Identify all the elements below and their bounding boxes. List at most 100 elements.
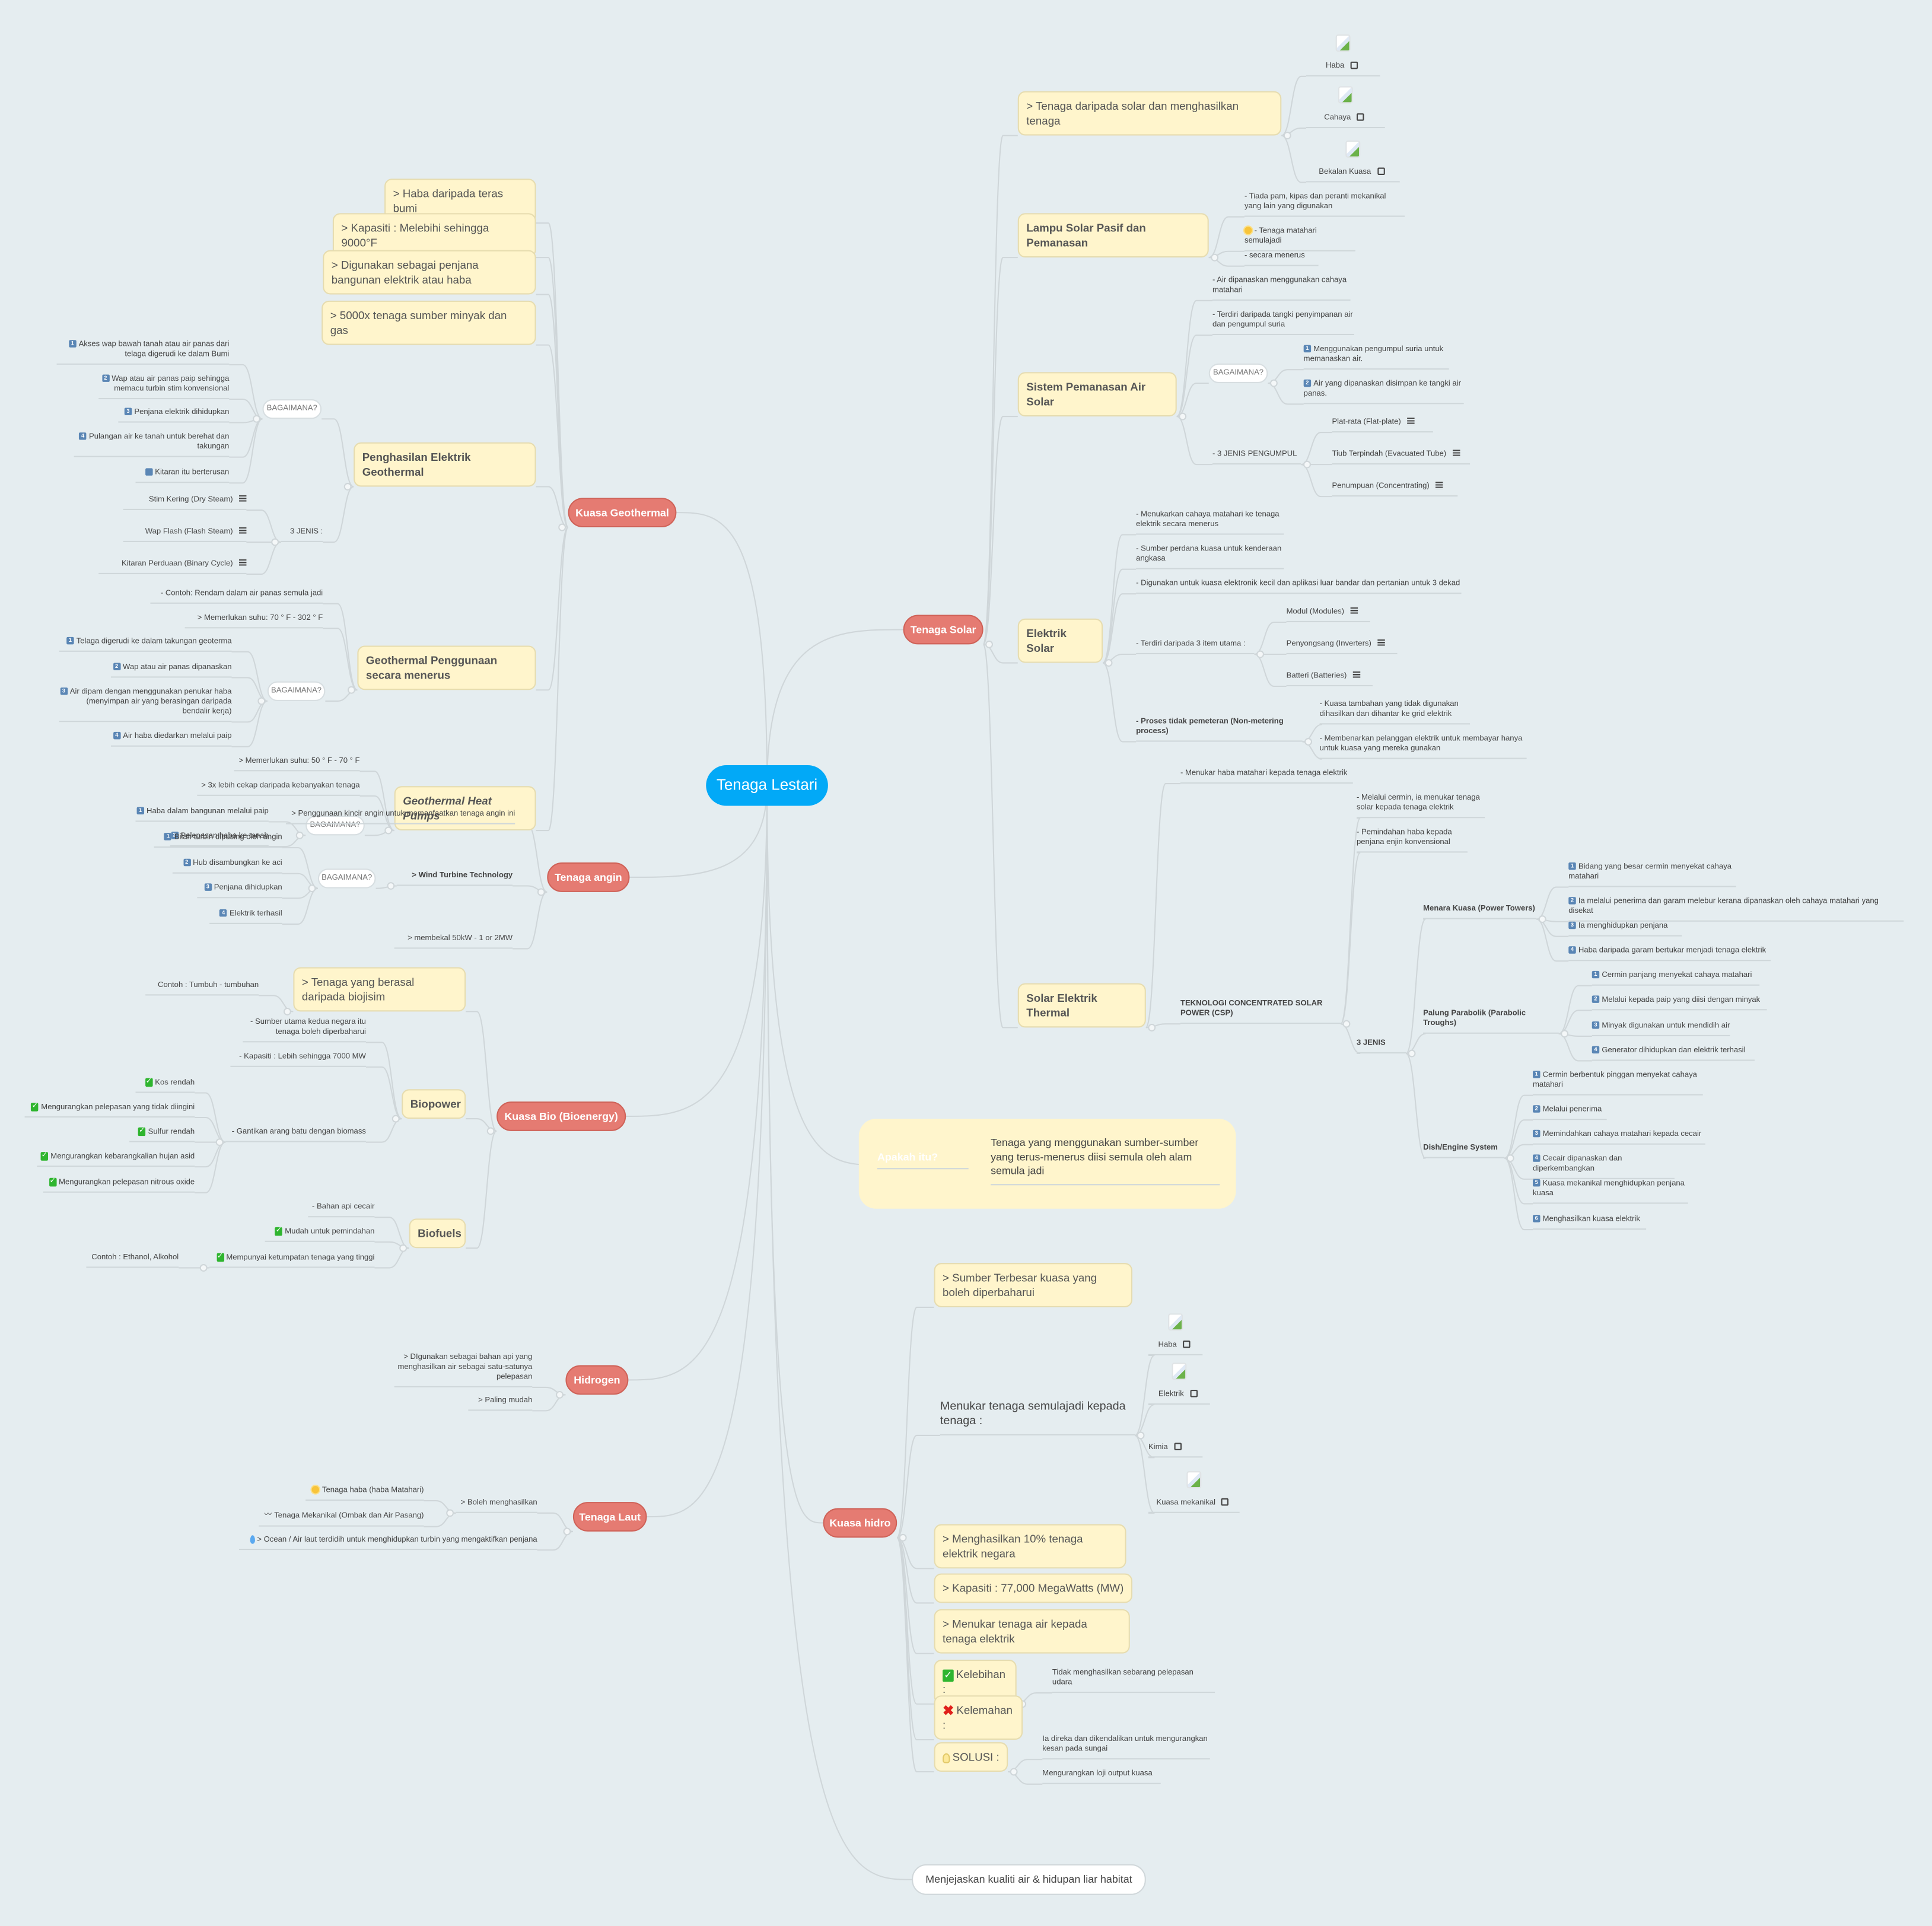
geo-direct-notes-1-node[interactable]: > Memerlukan suhu: 70 ° F - 302 ° F bbox=[184, 613, 323, 629]
solar-water-steps-1-node[interactable]: Air yang dipanaskan disimpan ke tangki a… bbox=[1303, 380, 1464, 405]
bio-biopower-benefits-4-node[interactable]: Mengurangkan pelepasan nitrous oxide bbox=[43, 1177, 195, 1193]
solar-pv-items_label-node[interactable]: - Terdiri daripada 3 item utama : bbox=[1136, 639, 1255, 654]
solar-thermal-csp-types_label-node[interactable]: 3 JENIS bbox=[1356, 1039, 1406, 1054]
solar-pv-net_label-node[interactable]: - Proses tidak pemeteran (Non-metering p… bbox=[1136, 717, 1303, 742]
solar-thermal-csp-dish-steps-3-node[interactable]: Cecair dipanaskan dan diperkembangkan bbox=[1533, 1154, 1675, 1179]
collapse-toggle[interactable] bbox=[1010, 1768, 1018, 1776]
bio-def-label-node[interactable]: > Tenaga yang berasal daripada biojisim bbox=[293, 967, 466, 1012]
geo-pumps-how-node[interactable]: BAGAIMANA? bbox=[305, 816, 365, 836]
geo-direct-notes-0-node[interactable]: - Contoh: Rendam dalam air panas semula … bbox=[150, 589, 323, 604]
collapse-toggle[interactable] bbox=[1148, 1023, 1156, 1032]
collapse-toggle[interactable] bbox=[1304, 738, 1313, 746]
hydro-label-node[interactable]: Kuasa hidro bbox=[823, 1508, 897, 1538]
geo-direct-steps-3-node[interactable]: Air haba diedarkan melalui paip bbox=[110, 732, 232, 747]
solar-pv-items-2-node[interactable]: Batteri (Batteries) bbox=[1286, 671, 1373, 687]
solar-thermal-csp-trough-steps-3-node[interactable]: Generator dihidupkan dan elektrik terhas… bbox=[1592, 1046, 1755, 1061]
wind-tech-steps-2-node[interactable]: Penjana dihidupkan bbox=[197, 883, 282, 899]
collapse-toggle[interactable] bbox=[215, 1138, 224, 1147]
collapse-toggle[interactable] bbox=[556, 1390, 564, 1399]
collapse-toggle[interactable] bbox=[1303, 460, 1311, 469]
solar-thermal-csp-dish-steps-1-node[interactable]: Melalui penerima bbox=[1533, 1105, 1607, 1120]
what-text-node[interactable]: Tenaga yang menggunakan sumber-sumber ya… bbox=[991, 1136, 1220, 1185]
geo-pumps-label-node[interactable]: Geothermal Heat Pumps bbox=[394, 786, 536, 831]
solar-thermal-csp-label-node[interactable]: TEKNOLOGI CONCENTRATED SOLAR POWER (CSP) bbox=[1180, 999, 1341, 1024]
bio-biopower-benefits-0-node[interactable]: Kos rendah bbox=[135, 1078, 195, 1093]
solar-pv-items-1-node[interactable]: Penyongsang (Inverters) bbox=[1286, 639, 1398, 654]
geo-pumps-notes-1-node[interactable]: > 3x lebih cekap daripada kebanyakan ten… bbox=[197, 781, 360, 796]
wind-use-node[interactable]: > Penggunaan kincir angin untuk memanfaa… bbox=[285, 810, 515, 824]
geo-direct-label-node[interactable]: Geothermal Penggunaan secara menerus bbox=[357, 645, 536, 690]
solar-thermal-csp-trough-steps-2-node[interactable]: Minyak digunakan untuk mendidih air bbox=[1592, 1021, 1730, 1036]
collapse-toggle[interactable] bbox=[399, 1244, 408, 1252]
solar-passive-notes-1-node[interactable]: - Tenaga matahari semulajadi bbox=[1244, 227, 1355, 252]
bio-biopower-benefits-2-node[interactable]: Sulfur rendah bbox=[129, 1127, 195, 1142]
solar-passive-label-node[interactable]: Lampu Solar Pasif dan Pemanasan bbox=[1017, 213, 1209, 258]
geo-elec-types-1-node[interactable]: Wap Flash (Flash Steam) bbox=[123, 527, 247, 542]
solar-thermal-csp-dish-label-node[interactable]: Dish/Engine System bbox=[1423, 1144, 1505, 1158]
collapse-toggle[interactable] bbox=[1561, 1030, 1569, 1038]
solar-power-items-0-node[interactable]: Haba bbox=[1306, 34, 1380, 77]
collapse-toggle[interactable] bbox=[1256, 650, 1264, 658]
geo-direct-steps-0-node[interactable]: Telaga digerudi ke dalam takungan geoter… bbox=[59, 637, 232, 652]
solar-pv-notes-2-node[interactable]: - Digunakan untuk kuasa elektronik kecil… bbox=[1136, 579, 1462, 594]
hydro-largest-node[interactable]: > Sumber Terbesar kuasa yang boleh diper… bbox=[934, 1263, 1132, 1307]
solar-thermal-csp-tower-steps-0-node[interactable]: Bidang yang besar cermin menyekat cahaya… bbox=[1568, 862, 1736, 887]
bio-biofuels-notes-0-node[interactable]: - Bahan api cecair bbox=[308, 1202, 375, 1218]
bio-biopower-notes-1-node[interactable]: - Kapasiti : Lebih sehingga 7000 MW bbox=[230, 1052, 366, 1067]
bio-def-example-node[interactable]: Contoh : Tumbuh - tumbuhan bbox=[145, 980, 259, 996]
collapse-toggle[interactable] bbox=[283, 1007, 291, 1015]
geo-direct-steps-2-node[interactable]: Air dipam dengan menggunakan penukar hab… bbox=[59, 687, 232, 722]
solar-water-types_label-node[interactable]: - 3 JENIS PENGUMPUL bbox=[1212, 450, 1301, 465]
geo-elec-steps-2-node[interactable]: Penjana elektrik dihidupkan bbox=[118, 408, 230, 423]
collapse-toggle[interactable] bbox=[1506, 1154, 1514, 1163]
collapse-toggle[interactable] bbox=[446, 1509, 454, 1517]
bio-biopower-notes-0-node[interactable]: - Sumber utama kedua negara itu tenaga b… bbox=[243, 1018, 366, 1043]
wind-label-node[interactable]: Tenaga angin bbox=[547, 862, 630, 892]
center-node[interactable]: Tenaga Lestari bbox=[706, 765, 828, 806]
solar-water-types-2-node[interactable]: Penumpuan (Concentrating) bbox=[1332, 482, 1458, 497]
collapse-toggle[interactable] bbox=[563, 1527, 571, 1536]
collapse-toggle[interactable] bbox=[1342, 1020, 1351, 1028]
hydro-converts-node[interactable]: > Menukar tenaga air kepada tenaga elekt… bbox=[934, 1609, 1130, 1654]
collapse-toggle[interactable] bbox=[899, 1533, 907, 1542]
hydro-solution-items-1-node[interactable]: Mengurangkan loji output kuasa bbox=[1042, 1769, 1161, 1784]
collapse-toggle[interactable] bbox=[537, 888, 545, 896]
solar-thermal-csp-notes-0-node[interactable]: - Melalui cermin, ia menukar tenaga sola… bbox=[1356, 794, 1485, 819]
solar-power-items-1-node[interactable]: Cahaya bbox=[1306, 86, 1385, 129]
collapse-toggle[interactable] bbox=[1179, 412, 1187, 421]
collapse-toggle[interactable] bbox=[308, 884, 316, 893]
bio-label-node[interactable]: Kuasa Bio (Bioenergy) bbox=[496, 1102, 626, 1131]
solar-power-label-node[interactable]: > Tenaga daripada solar dan menghasilkan… bbox=[1017, 91, 1282, 136]
solar-passive-notes-0-node[interactable]: - Tiada pam, kipas dan peranti mekanikal… bbox=[1244, 192, 1405, 217]
solar-power-items-2-node[interactable]: Bekalan Kuasa bbox=[1306, 140, 1400, 183]
collapse-toggle[interactable] bbox=[985, 640, 994, 648]
bio-biopower-benefits-3-node[interactable]: Mengurangkan kebarangkalian hujan asid bbox=[37, 1152, 195, 1167]
bio-biopower-benefits-1-node[interactable]: Mengurangkan pelepasan yang tidak diingi… bbox=[24, 1103, 195, 1118]
solar-thermal-csp-tower-steps-3-node[interactable]: Haba daripada garam bertukar menjadi ten… bbox=[1568, 946, 1771, 962]
bio-biofuels-notes-2-node[interactable]: Mempunyai ketumpatan tenaga yang tinggi bbox=[209, 1253, 375, 1268]
geo-pumps-steps-0-node[interactable]: Haba dalam bangunan melalui paip bbox=[135, 807, 269, 822]
solar-water-types-1-node[interactable]: Tiub Terpindah (Evacuated Tube) bbox=[1332, 450, 1471, 465]
collapse-toggle[interactable] bbox=[558, 523, 566, 531]
ocean-label-node[interactable]: Tenaga Laut bbox=[572, 1502, 647, 1532]
collapse-toggle[interactable] bbox=[1269, 379, 1278, 387]
solar-water-notes-0-node[interactable]: - Air dipanaskan menggunakan cahaya mata… bbox=[1212, 276, 1351, 301]
collapse-toggle[interactable] bbox=[257, 697, 266, 705]
solar-thermal-label-node[interactable]: Solar Elektrik Thermal bbox=[1017, 983, 1146, 1028]
hydrogen-notes-0-node[interactable]: > DIgunakan sebagai bahan api yang mengh… bbox=[394, 1353, 533, 1387]
solar-water-notes-1-node[interactable]: - Terdiri daripada tangki penyimpanan ai… bbox=[1212, 310, 1354, 335]
geo-facts-3-node[interactable]: > 5000x tenaga sumber minyak dan gas bbox=[322, 300, 536, 345]
solar-thermal-csp-dish-steps-2-node[interactable]: Memindahkan cahaya matahari kepada cecai… bbox=[1533, 1130, 1705, 1145]
ocean-can-label-node[interactable]: > Boleh menghasilkan bbox=[456, 1498, 537, 1513]
geo-label-node[interactable]: Kuasa Geothermal bbox=[568, 498, 677, 528]
collapse-toggle[interactable] bbox=[1538, 915, 1546, 924]
bio-biofuels-label-node[interactable]: Biofuels bbox=[409, 1218, 466, 1249]
hydro-convert-items-1-node[interactable]: Elektrik bbox=[1148, 1362, 1210, 1405]
bio-biopower-label-node[interactable]: Biopower bbox=[402, 1089, 466, 1119]
geo-elec-types-0-node[interactable]: Stim Kering (Dry Steam) bbox=[123, 495, 247, 510]
hydro-pros-items-0-node[interactable]: Tidak menghasilkan sebarang pelepasan ud… bbox=[1052, 1669, 1215, 1693]
geo-pumps-steps-1-node[interactable]: Pelepasan haba ke tanah bbox=[170, 832, 269, 847]
ocean-can-items-0-node[interactable]: Tenaga haba (haba Matahari) bbox=[305, 1486, 424, 1501]
hydro-convert-items-3-node[interactable]: Kuasa mekanikal bbox=[1148, 1471, 1240, 1513]
